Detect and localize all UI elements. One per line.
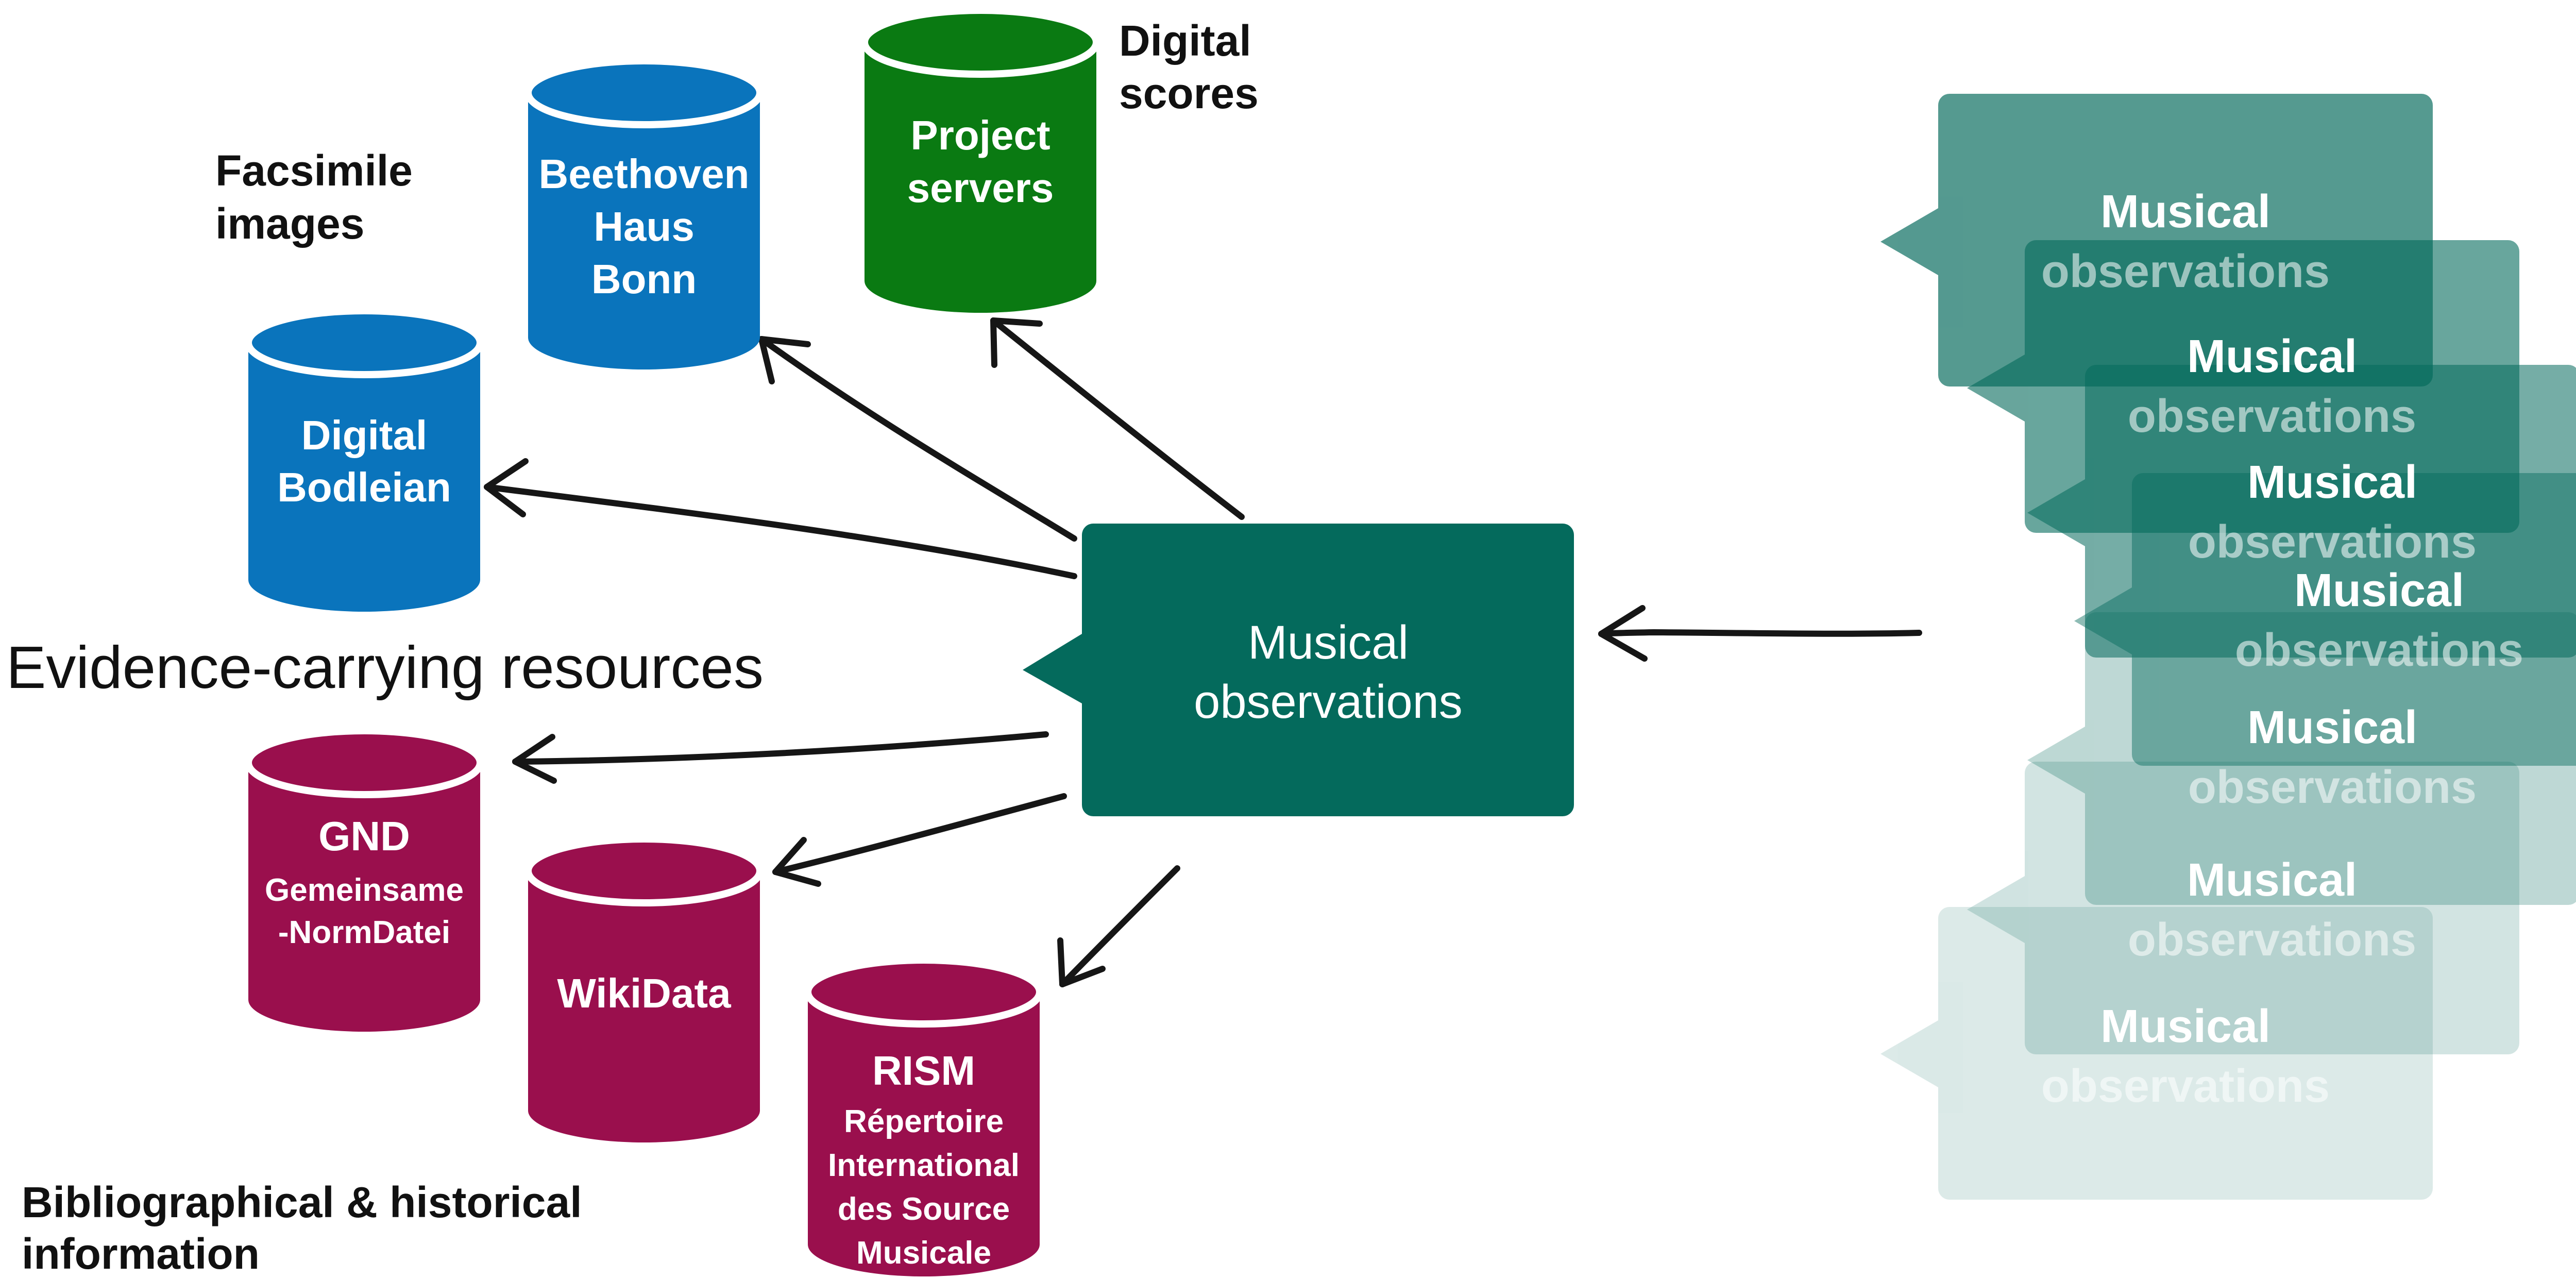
arrow-stack-to-center: [1598, 629, 1922, 637]
stack-title-3: Musical: [2247, 457, 2417, 508]
cylinder-bodleian: Digital Bodleian: [245, 307, 484, 612]
rism-sub-2: International: [828, 1148, 1020, 1183]
stack-subtitle-6: observations: [2128, 914, 2416, 966]
beethoven-line-3: Bonn: [591, 256, 697, 302]
gnd-sub-2: -NormDatei: [278, 915, 450, 950]
stack-title-1: Musical: [2100, 186, 2270, 238]
annotation-labels: Facsimile images Digital scores Evidence…: [6, 16, 1259, 1278]
stack-title-7: Musical: [2100, 1001, 2270, 1052]
stack-subtitle-4: observations: [2235, 625, 2523, 676]
evidence-heading: Evidence-carrying resources: [6, 634, 764, 701]
digital-scores-label-line-2: scores: [1119, 69, 1259, 117]
center-box-subtitle: observations: [1194, 676, 1463, 728]
facsimile-label-line-1: Facsimile: [215, 146, 413, 195]
rism-sub-1: Répertoire: [844, 1104, 1004, 1139]
cylinder-project-servers: Project servers: [861, 7, 1100, 313]
cylinder-beethoven: Beethoven Haus Bonn: [524, 57, 764, 369]
gnd-sub-1: Gemeinsame: [265, 872, 464, 908]
stack-bubble-1: [1880, 94, 2433, 386]
cylinder-gnd: GND Gemeinsame -NormDatei: [245, 727, 484, 1032]
stack-subtitle-3: observations: [2188, 516, 2477, 568]
stack-subtitle-5: observations: [2188, 762, 2477, 813]
digital-scores-label-line-1: Digital: [1119, 16, 1251, 65]
bodleian-line-1: Digital: [301, 412, 427, 458]
observation-stack: Musical observations Musical observation…: [1880, 94, 2576, 1200]
project-line-2: servers: [907, 165, 1054, 211]
beethoven-line-1: Beethoven: [539, 151, 750, 197]
center-observation-box: Musical observations: [1023, 524, 1574, 816]
project-line-1: Project: [910, 112, 1050, 158]
arrow-to-bodleian: [484, 484, 1077, 579]
arrow-to-gnd: [512, 731, 1049, 765]
rism-sub-4: Musicale: [856, 1235, 991, 1271]
gnd-title: GND: [318, 813, 410, 859]
bodleian-line-2: Bodleian: [277, 464, 451, 510]
arrow-to-beethoven: [758, 336, 1077, 542]
facsimile-label-line-2: images: [215, 199, 365, 248]
bibliographical-label-line-1: Bibliographical & historical: [22, 1178, 582, 1226]
cylinder-wikidata: WikiData: [524, 835, 764, 1142]
stack-subtitle-2: observations: [2128, 391, 2416, 442]
rism-sub-3: des Source: [838, 1191, 1010, 1227]
stack-subtitle-1: observations: [2041, 246, 2330, 297]
arrow-to-rism: [1059, 865, 1180, 987]
stack-title-4: Musical: [2294, 565, 2464, 616]
beethoven-line-2: Haus: [594, 204, 694, 249]
stack-bubble-6: [1967, 762, 2519, 1054]
arrow-to-wikidata: [772, 793, 1067, 875]
stack-subtitle-7: observations: [2041, 1061, 2330, 1112]
rism-title: RISM: [872, 1048, 975, 1094]
arrow-to-project: [990, 317, 1245, 520]
center-box-title: Musical: [1248, 616, 1409, 669]
arrows: [484, 317, 1922, 987]
wikidata-label: WikiData: [557, 970, 731, 1016]
stack-title-5: Musical: [2247, 702, 2417, 753]
cylinder-rism: RISM Répertoire International des Source…: [804, 956, 1043, 1276]
bibliographical-label-line-2: information: [22, 1230, 260, 1278]
stack-title-2: Musical: [2187, 331, 2357, 382]
stack-title-6: Musical: [2187, 854, 2357, 906]
stack-bubble-5: [2027, 612, 2576, 905]
stack-bubble-7: [1880, 907, 2433, 1200]
